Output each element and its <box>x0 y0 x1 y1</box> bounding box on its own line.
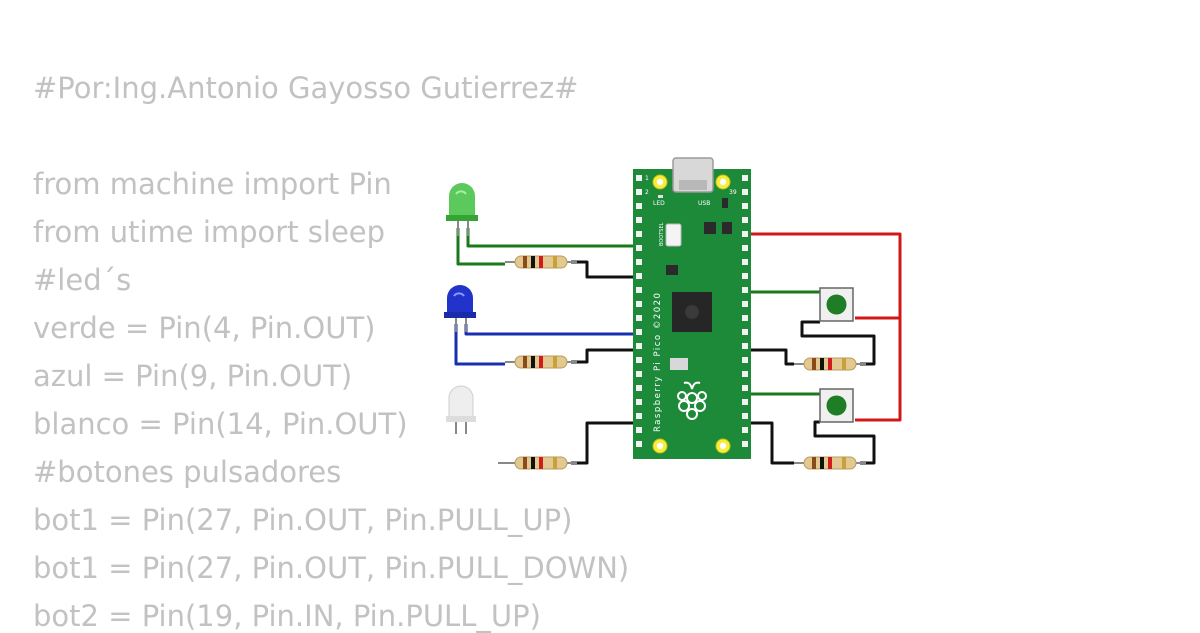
wire-red-3v3 <box>740 232 902 422</box>
bootsel-label: BOOTSEL <box>659 222 665 246</box>
pin2-label: 2 <box>645 189 649 196</box>
code-line-bot1-pullup: bot1 = Pin(27, Pin.OUT, Pin.PULL_UP) <box>33 503 573 537</box>
board-name-label: Raspberry Pi Pico ©2020 <box>653 292 663 432</box>
code-line-import-pin: from machine import Pin <box>33 167 392 201</box>
wire-resistor3-to-gnd <box>571 421 640 465</box>
code-line-leds-comment: #led´s <box>33 263 132 297</box>
code-line-bot2: bot2 = Pin(19, Pin.IN, Pin.PULL_UP) <box>33 599 541 633</box>
code-line-verde: verde = Pin(4, Pin.OUT) <box>33 311 376 345</box>
resistor-3 <box>504 456 578 470</box>
wire-resistor2-to-gnd <box>571 348 640 364</box>
wire-blue-led-to-gp9 <box>464 324 640 336</box>
code-line-blanco: blanco = Pin(14, Pin.OUT) <box>33 407 408 441</box>
code-line-bot1-pulldown: bot1 = Pin(27, Pin.OUT, Pin.PULL_DOWN) <box>33 551 630 585</box>
onboard-led <box>658 195 663 198</box>
wire-resistor4-to-gnd <box>740 348 794 366</box>
resistor-5 <box>793 456 867 470</box>
wire-resistor5-to-gnd <box>740 421 794 465</box>
code-line-import-sleep: from utime import sleep <box>33 215 386 249</box>
resistor-1 <box>504 255 578 269</box>
code-line-author: #Por:Ing.Antonio Gayosso Gutierrez# <box>33 71 579 105</box>
pin1-label: 1 <box>645 175 649 182</box>
wire-button2-to-resistor5 <box>813 420 876 465</box>
wire-button1-to-resistor4 <box>800 320 876 366</box>
led-label: LED <box>653 200 665 207</box>
code-line-buttons-comment: #botones pulsadores <box>33 455 342 489</box>
bootsel-button <box>665 223 682 247</box>
wire-green-led-to-gp4 <box>466 228 640 248</box>
led-green <box>446 183 478 236</box>
wire-blue-led-to-resistor <box>454 324 505 366</box>
raspberry-pi-logo <box>677 381 707 420</box>
led-white <box>446 385 476 434</box>
raspberry-pi-pico-board: 1 2 39 LED USB BOOTSEL Raspberry Pi Pico… <box>633 157 751 459</box>
resistor-2 <box>504 355 578 369</box>
code-line-azul: azul = Pin(9, Pin.OUT) <box>33 359 353 393</box>
pushbutton-2 <box>819 388 854 423</box>
resistor-4 <box>793 357 867 371</box>
led-blue <box>444 285 476 332</box>
usb-label: USB <box>698 200 710 207</box>
pin39-label: 39 <box>729 189 737 196</box>
pushbutton-1 <box>819 287 854 322</box>
wire-resistor1-to-gnd <box>571 260 640 279</box>
wire-green-led-to-resistor <box>456 228 505 266</box>
